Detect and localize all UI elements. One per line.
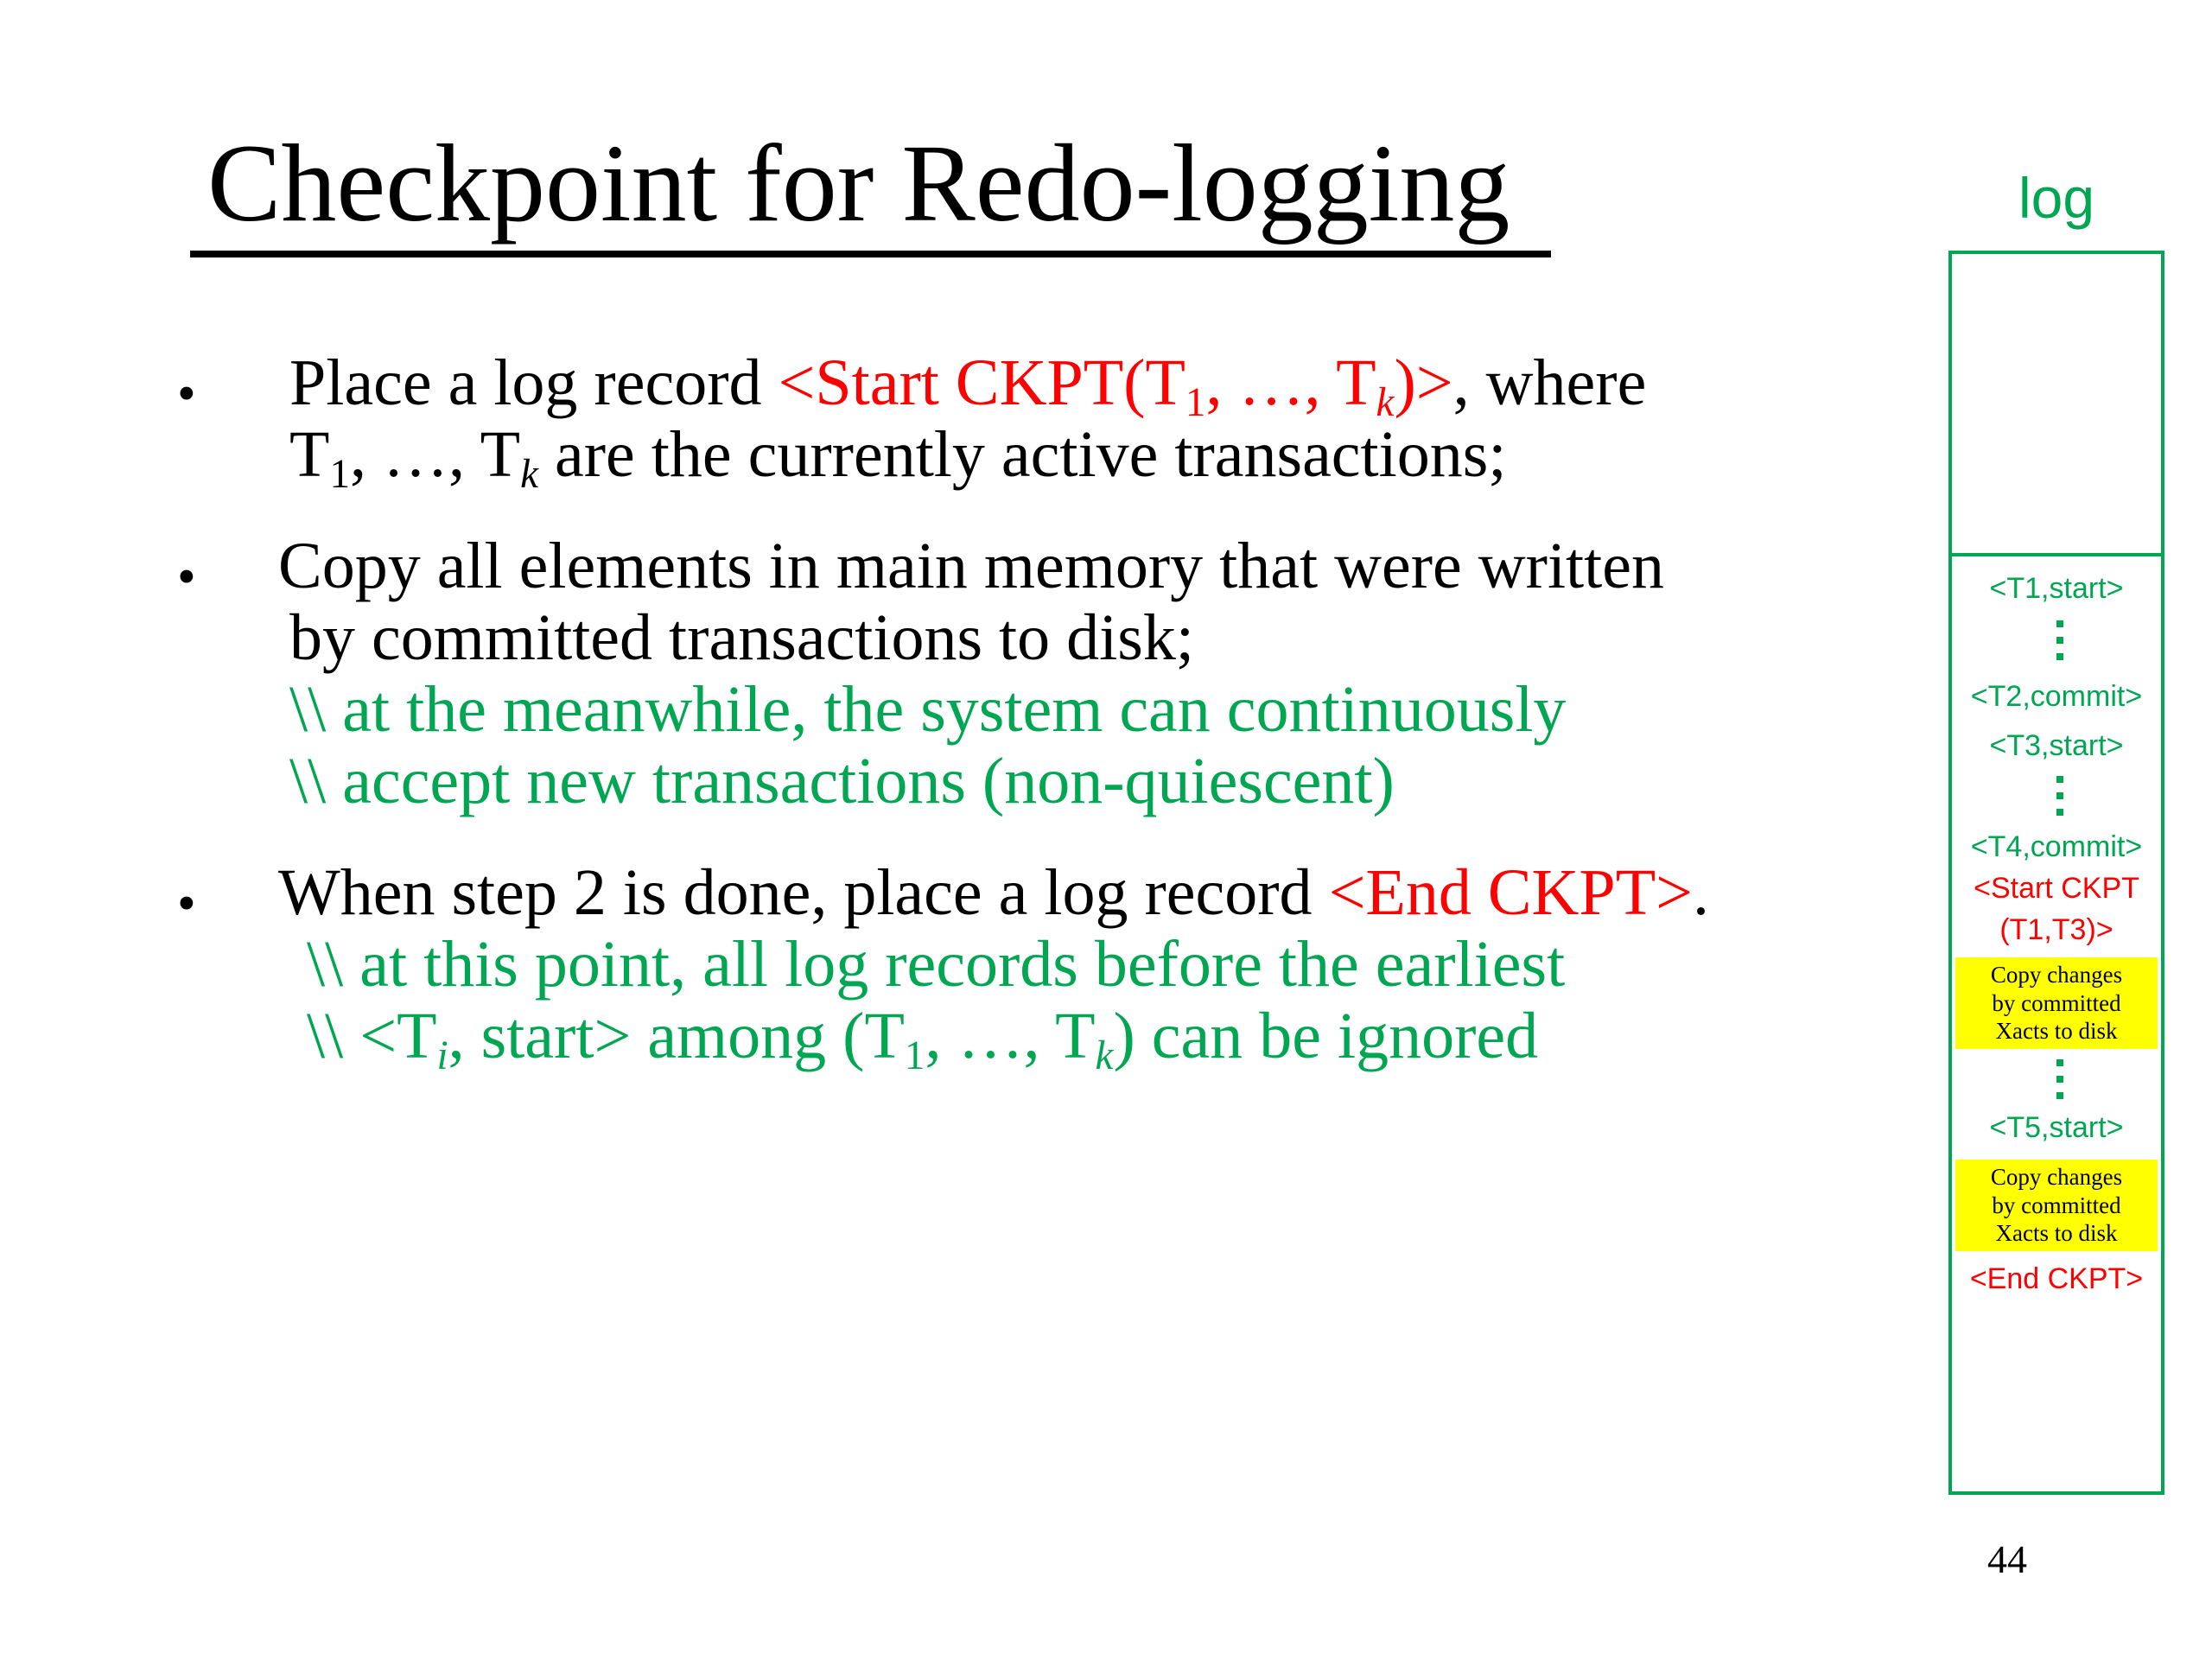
log-record-start-ckpt-line-2: (T1,T3)> xyxy=(1999,913,2113,946)
subscript-k: k xyxy=(520,452,538,498)
copy-note-line: Copy changes xyxy=(1990,1163,2123,1190)
bullet-1-text: , where xyxy=(1452,346,1647,419)
bullet-2-comment-1: \\ at the meanwhile, the system can cont… xyxy=(289,673,1567,746)
bullet-1-line-1: Place a log record <Start CKPT(T1, …, Tk… xyxy=(289,350,1646,423)
title-underline xyxy=(190,251,1551,257)
log-label: log xyxy=(2018,166,2095,230)
copy-changes-note: Copy changes by committed Xacts to disk xyxy=(1955,1160,2158,1251)
subscript-i: i xyxy=(436,1033,448,1079)
bullet-1-text: , …, T xyxy=(350,418,521,491)
copy-note-line: Xacts to disk xyxy=(1995,1018,2118,1045)
subscript-1: 1 xyxy=(1185,380,1206,426)
log-ellipsis-dots xyxy=(2056,776,2063,825)
bullet-3-marker: • xyxy=(177,874,196,933)
bullet-1-text: are the currently active transactions; xyxy=(537,418,1507,491)
slide-title: Checkpoint for Redo-logging xyxy=(207,122,1510,245)
copy-note-line: by committed xyxy=(1992,989,2121,1016)
bullet-3-comment-2: \\ <Ti, start> among (T1, …, Tk) can be … xyxy=(307,1003,1538,1077)
bullet-1-marker: • xyxy=(177,365,196,423)
log-ellipsis-dots xyxy=(2056,620,2063,670)
bullet-3-text: . xyxy=(1692,856,1709,929)
log-record-t4-commit: <T4,commit> xyxy=(1970,830,2143,863)
comment-text: , start> among (T xyxy=(448,1000,905,1072)
log-record-t5-start: <T5,start> xyxy=(1989,1111,2124,1144)
log-box xyxy=(1948,251,2164,1495)
copy-note-line: by committed xyxy=(1992,1192,2121,1218)
bullet-3-line-1: When step 2 is done, place a log record … xyxy=(278,860,1709,925)
log-record-t2-commit: <T2,commit> xyxy=(1970,680,2143,713)
bullet-3-comment-1: \\ at this point, all log records before… xyxy=(307,928,1566,1001)
comment-text: , …, T xyxy=(925,1000,1096,1072)
bullet-2-comment-2: \\ accept new transactions (non-quiescen… xyxy=(289,745,1395,817)
bullet-2-line-2: by committed transactions to disk; xyxy=(289,601,1194,674)
subscript-k: k xyxy=(1376,380,1395,426)
bullet-3-text: When step 2 is done, place a log record xyxy=(278,856,1329,929)
copy-changes-note: Copy changes by committed Xacts to disk xyxy=(1955,957,2158,1049)
page-number: 44 xyxy=(1987,1537,2027,1581)
start-ckpt-text: , …, T xyxy=(1205,346,1376,419)
end-ckpt-record: <End CKPT> xyxy=(1328,856,1693,929)
log-record-end-ckpt: <End CKPT> xyxy=(1969,1262,2144,1295)
subscript-1: 1 xyxy=(329,452,350,498)
log-record-t1-start: <T1,start> xyxy=(1989,572,2124,605)
bullet-1-text: T xyxy=(289,418,330,491)
log-record-start-ckpt-line-1: <Start CKPT xyxy=(1974,872,2139,905)
bullet-1-line-2: T1, …, Tk are the currently active trans… xyxy=(289,422,1506,495)
start-ckpt-record: <Start CKPT(T1, …, Tk)> xyxy=(778,346,1453,423)
log-record-t3-start: <T3,start> xyxy=(1989,729,2124,762)
copy-note-line: Xacts to disk xyxy=(1995,1220,2118,1247)
subscript-k: k xyxy=(1095,1033,1114,1079)
start-ckpt-text: )> xyxy=(1394,346,1453,419)
log-ellipsis-dots xyxy=(2056,1059,2063,1109)
bullet-2-line-1: Copy all elements in main memory that we… xyxy=(278,530,1665,602)
log-divider xyxy=(1948,553,2164,556)
bullet-1-text: Place a log record xyxy=(289,346,779,419)
bullet-2-marker: • xyxy=(177,548,196,607)
subscript-1: 1 xyxy=(904,1033,925,1079)
start-ckpt-text: <Start CKPT(T xyxy=(778,346,1185,419)
comment-text: ) can be ignored xyxy=(1113,1000,1539,1072)
comment-text: \\ <T xyxy=(307,1000,437,1072)
copy-note-line: Copy changes xyxy=(1990,961,2123,988)
